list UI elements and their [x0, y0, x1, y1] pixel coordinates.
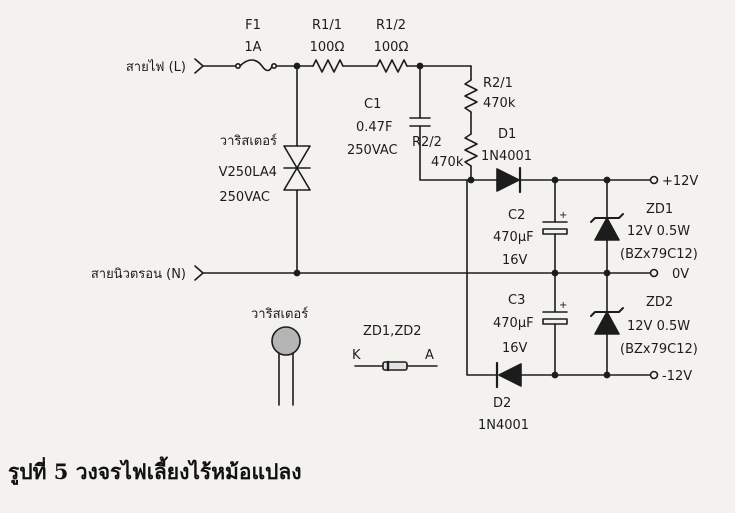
- r21-name: R2/1: [483, 76, 513, 91]
- figure-caption: รูปที่ 5 วงจรไฟเลี้ยงไร้หม้อแปลง: [8, 456, 301, 489]
- output-neg-label: -12V: [662, 369, 692, 384]
- c1-voltage: 250VAC: [347, 143, 398, 158]
- r12-name: R1/2: [376, 18, 406, 33]
- varistor-inset-illustration: [271, 326, 301, 406]
- c2-name: C2: [508, 208, 525, 223]
- junction-dot: [551, 371, 559, 379]
- r11-value: 100Ω: [310, 40, 345, 55]
- resistor-r1-1: [312, 59, 344, 73]
- junction-dot: [551, 176, 559, 184]
- c1-value: 0.47F: [356, 120, 392, 135]
- neutral-input-terminal: [194, 265, 204, 281]
- output-zero-label: 0V: [672, 267, 689, 282]
- terminal-neg: [649, 370, 659, 380]
- figure-title: วงจรไฟเลี้ยงไร้หม้อแปลง: [75, 459, 302, 484]
- zener-zd2: [590, 307, 624, 335]
- junction-dot: [467, 176, 475, 184]
- junction-dot: [603, 371, 611, 379]
- junction-dot: [293, 62, 301, 70]
- diode-d1: [496, 166, 522, 194]
- fuse-f1: [235, 59, 277, 72]
- zd1-rating: 12V 0.5W: [627, 224, 690, 239]
- zd2-part: (BZx79C12): [620, 342, 698, 357]
- zener-inset-illustration: [354, 360, 438, 372]
- c3-voltage: 16V: [502, 341, 528, 356]
- r21-value: 470k: [483, 96, 516, 111]
- c3-name: C3: [508, 293, 525, 308]
- junction-dot: [293, 269, 301, 277]
- varistor-name: วาริสเตอร์: [220, 133, 277, 149]
- r11-name: R1/1: [312, 18, 342, 33]
- d2-part: 1N4001: [478, 418, 529, 433]
- r12-value: 100Ω: [374, 40, 409, 55]
- d1-part: 1N4001: [481, 149, 532, 164]
- r22-value: 470k: [431, 155, 464, 170]
- resistor-r2-1: [464, 79, 478, 113]
- c3-value: 470µF: [493, 316, 534, 331]
- varistor-part: V250LA4: [219, 165, 277, 180]
- c3-plus-mark: +: [559, 300, 567, 311]
- junction-dot: [603, 269, 611, 277]
- junction-dot: [551, 269, 559, 277]
- zd1-name: ZD1: [646, 202, 673, 217]
- terminal-pos: [649, 175, 659, 185]
- zener-a-label: A: [425, 348, 434, 363]
- output-pos-label: +12V: [662, 174, 698, 189]
- junction-dot: [416, 62, 424, 70]
- c1-name: C1: [364, 97, 381, 112]
- live-line-label: สายไฟ (L): [126, 59, 186, 75]
- varistor-symbol: [283, 145, 311, 191]
- live-input-terminal: [194, 58, 204, 74]
- ac-to-d2-wire: [466, 179, 498, 376]
- resistor-r2-2: [464, 133, 478, 167]
- varistor-inset-label: วาริสเตอร์: [251, 306, 308, 322]
- neutral-line-label: สายนิวตรอน (N): [91, 267, 186, 282]
- varistor-voltage: 250VAC: [219, 190, 270, 205]
- d2-name: D2: [493, 396, 511, 411]
- fuse-name: F1: [245, 18, 261, 33]
- fuse-value: 1A: [244, 40, 261, 55]
- resistor-r1-2: [376, 59, 408, 73]
- c1-wire-bottom: [419, 125, 472, 181]
- d1-name: D1: [498, 127, 516, 142]
- terminal-zero: [649, 268, 659, 278]
- zd2-rating: 12V 0.5W: [627, 319, 690, 334]
- zd2-name: ZD2: [646, 295, 673, 310]
- diode-d2: [495, 361, 522, 389]
- figure-number: รูปที่ 5: [8, 459, 69, 484]
- c2-plus-mark: +: [559, 210, 567, 221]
- c2-value: 470µF: [493, 230, 534, 245]
- c2-voltage: 16V: [502, 253, 528, 268]
- zd1-part: (BZx79C12): [620, 247, 698, 262]
- zener-k-label: K: [352, 348, 361, 363]
- zener-inset-label: ZD1,ZD2: [363, 324, 422, 339]
- junction-dot: [603, 176, 611, 184]
- zener-zd1: [590, 213, 624, 241]
- r22-name: R2/2: [412, 135, 442, 150]
